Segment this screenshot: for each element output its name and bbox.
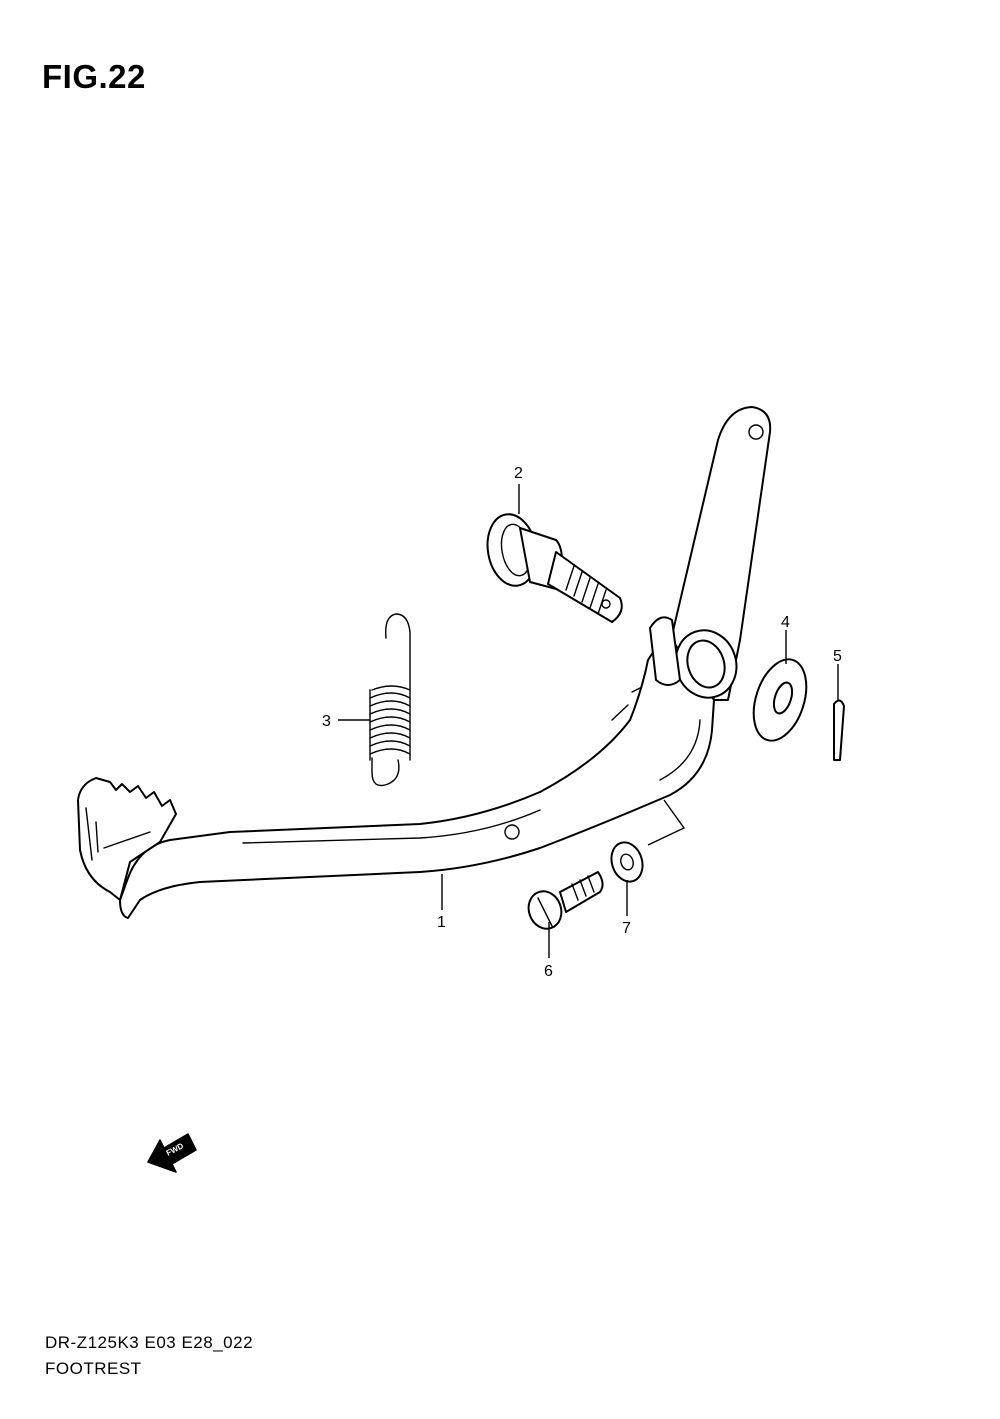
callout-1: 1 xyxy=(437,914,446,931)
return-spring xyxy=(369,613,411,787)
washer xyxy=(752,658,808,742)
cotter-pin xyxy=(833,699,845,761)
drawing-name: FOOTREST xyxy=(45,1359,142,1378)
callout-6: 6 xyxy=(544,963,553,980)
callout-5: 5 xyxy=(833,648,842,665)
brake-pedal xyxy=(77,406,772,919)
callout-3: 3 xyxy=(322,713,331,730)
callout-4: 4 xyxy=(781,614,790,631)
drawing-code: DR-Z125K3 E03 E28_022 xyxy=(45,1333,254,1352)
callout-2: 2 xyxy=(514,465,523,482)
pivot-bolt xyxy=(486,513,623,623)
nut xyxy=(610,841,644,883)
callout-7: 7 xyxy=(622,920,631,937)
figure-title: FIG.22 xyxy=(42,58,146,95)
stopper-bolt xyxy=(527,871,604,930)
leader-lines xyxy=(338,484,839,958)
fwd-arrow-icon: FWD xyxy=(147,1133,197,1173)
